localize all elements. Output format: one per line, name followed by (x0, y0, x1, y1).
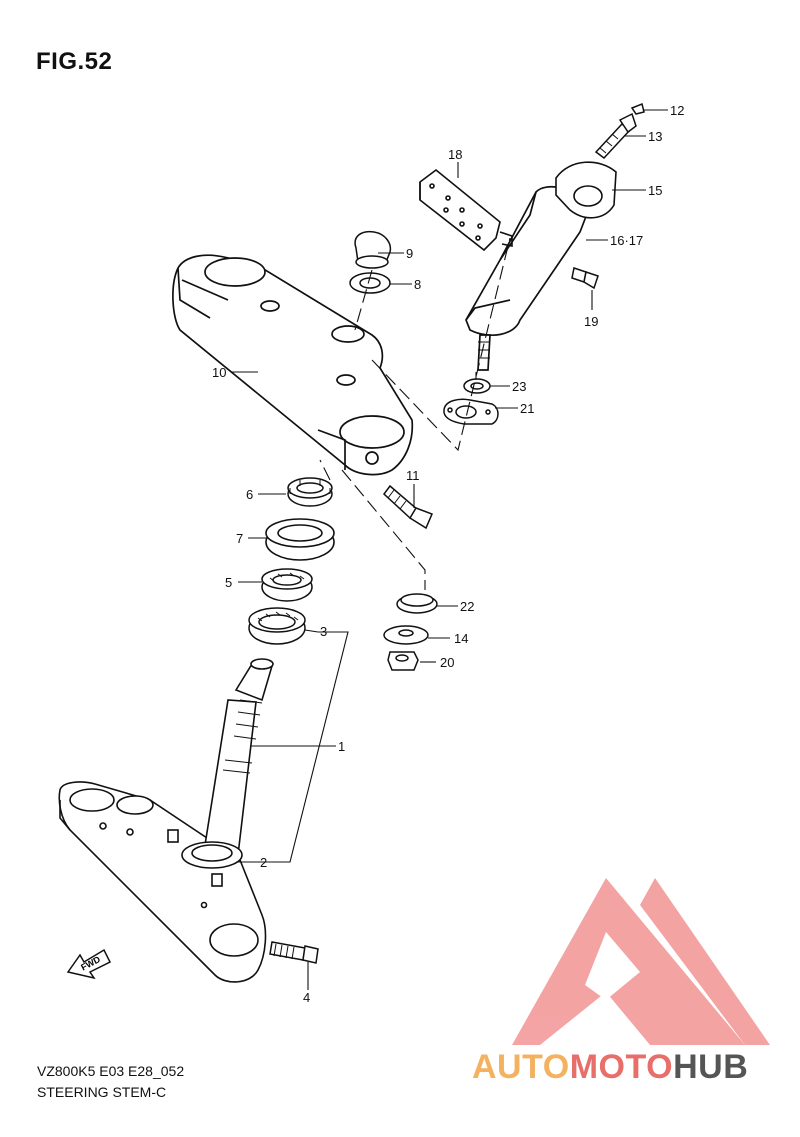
model-code: VZ800K5 E03 E28_052 (37, 1063, 185, 1079)
bolt-11-icon (382, 484, 433, 530)
washer-23-icon (463, 378, 491, 394)
cushion-22-icon (396, 593, 438, 614)
callout-15: 15 (648, 183, 662, 198)
section-name: STEERING STEM-C (37, 1084, 167, 1100)
callout-22: 22 (460, 599, 474, 614)
seal-7-icon (265, 518, 335, 561)
callout-numbers: 12 13 15 16·17 18 9 8 10 19 23 21 11 6 7… (212, 103, 684, 1005)
brand-logo-mark (512, 878, 770, 1045)
brand-wordmark: AUTOMOTOHUB (472, 1048, 748, 1087)
assembly-bracket-lines (258, 631, 349, 863)
brand-part-hub: HUB (673, 1048, 749, 1086)
nut-20-icon (387, 651, 419, 671)
bolt-13-icon (594, 112, 637, 160)
callout-14: 14 (454, 631, 468, 646)
clip-12-icon (630, 102, 645, 115)
leader-lines (232, 109, 668, 990)
plate-21-icon (443, 398, 499, 425)
callout-3: 3 (320, 624, 327, 639)
callout-16-17: 16·17 (610, 233, 643, 248)
callout-8: 8 (414, 277, 421, 292)
brand-part-moto: MOTO (569, 1048, 674, 1086)
figure-title: FIG.52 (36, 48, 113, 75)
callout-11: 11 (406, 468, 420, 483)
fwd-arrow-icon: FWD (66, 948, 112, 980)
callout-19: 19 (584, 314, 598, 329)
steering-stem-lower-bracket (58, 658, 274, 983)
callout-2: 2 (260, 855, 267, 870)
clamp-15-icon (555, 161, 617, 219)
handlebar-holder-16-17 (465, 185, 591, 371)
cap-nut-9-icon (354, 230, 392, 269)
callout-21: 21 (520, 401, 534, 416)
callout-7: 7 (236, 531, 243, 546)
bearing-5-icon (261, 568, 313, 602)
callout-12: 12 (670, 103, 684, 118)
plate-18-icon (419, 168, 513, 252)
callout-13: 13 (648, 129, 662, 144)
callout-5: 5 (225, 575, 232, 590)
washer-8-icon (349, 272, 391, 294)
callout-4: 4 (303, 990, 310, 1005)
assembly-lines (319, 237, 511, 590)
callout-10: 10 (212, 365, 226, 380)
callout-23: 23 (512, 379, 526, 394)
washer-14-icon (383, 625, 429, 645)
brand-part-auto: AUTO (472, 1048, 570, 1086)
upper-bracket-10 (172, 254, 414, 476)
callout-6: 6 (246, 487, 253, 502)
callout-9: 9 (406, 246, 413, 261)
nut-6-icon (287, 477, 333, 507)
bolt-19-icon (571, 267, 599, 290)
bearing-3-icon (248, 607, 306, 645)
callout-18: 18 (448, 147, 462, 162)
bolt-4-icon (269, 941, 319, 964)
callout-1: 1 (338, 739, 345, 754)
callout-20: 20 (440, 655, 454, 670)
